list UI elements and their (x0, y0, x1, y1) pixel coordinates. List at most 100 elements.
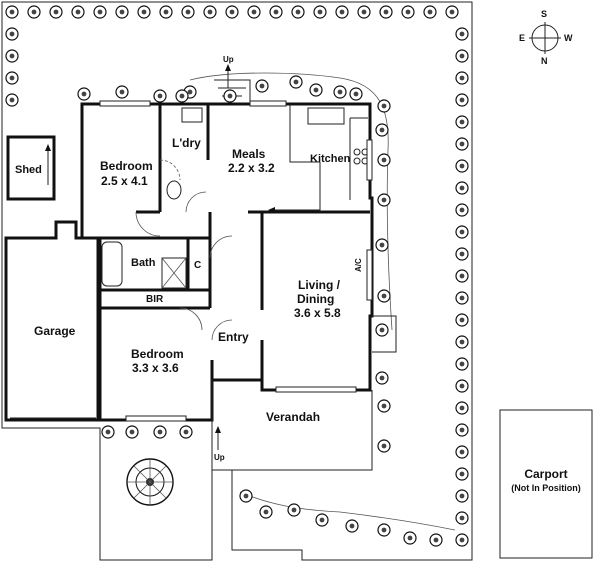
shrub-center (183, 429, 189, 435)
shrub-center (459, 31, 465, 37)
shower-x (161, 257, 187, 289)
shrub-center (381, 103, 387, 109)
shrub-center (293, 79, 299, 85)
toilet (166, 180, 182, 200)
up-label-bottom: Up (214, 453, 225, 462)
verandah-outline (211, 315, 397, 471)
bathtub (101, 241, 123, 287)
bir-label: BIR (146, 294, 164, 305)
ac-label: A/C (354, 258, 363, 272)
shrub-center (157, 429, 163, 435)
meals-size: 2.2 x 3.2 (228, 161, 275, 175)
shrub-center (459, 251, 465, 257)
shrub-center (207, 9, 213, 15)
meals-label: Meals (232, 147, 266, 161)
shrub-center (459, 361, 465, 367)
living-label-line1: Living / (298, 278, 341, 292)
garden-bed-line (189, 72, 393, 331)
shrub-center (129, 429, 135, 435)
shrub-center (459, 185, 465, 191)
shrub-center (349, 523, 355, 529)
shrub-center (273, 9, 279, 15)
shrub-center (227, 93, 233, 99)
feature-tree (126, 458, 174, 506)
shrub-center (317, 9, 323, 15)
entry-label: Entry (218, 330, 249, 344)
shrub-center (229, 9, 235, 15)
verandah-label: Verandah (266, 410, 320, 424)
carport-outline (499, 409, 593, 559)
shrub-center (459, 537, 465, 543)
shrub-center (407, 535, 413, 541)
shrub-center (381, 293, 387, 299)
shrub-center (459, 427, 465, 433)
shrub-center (383, 9, 389, 15)
shrub-center (459, 317, 465, 323)
compass-north: N (541, 56, 548, 66)
shrub-center (459, 53, 465, 59)
laundry-label: L'dry (172, 136, 201, 150)
laundry-tub (181, 107, 203, 123)
bath-label: Bath (131, 257, 156, 269)
compass-south: S (541, 9, 547, 19)
shrub-center (81, 91, 87, 97)
shrub-center (459, 383, 465, 389)
shrub-center (337, 89, 343, 95)
shrub-center (319, 517, 325, 523)
shrub-center (381, 157, 387, 163)
shrub-center (381, 527, 387, 533)
shrub-center (459, 493, 465, 499)
shrub-center (251, 9, 257, 15)
shrub-center (361, 9, 367, 15)
closet-c-label: C (194, 260, 201, 271)
shrub-center (379, 127, 385, 133)
shrub-center (31, 9, 37, 15)
shrub-center (141, 9, 147, 15)
shed-outline (6, 135, 56, 201)
property-boundary (1, 1, 473, 561)
arrow-head (225, 64, 231, 71)
shrub-center (97, 9, 103, 15)
bedroom2-label: Bedroom (131, 347, 184, 361)
shrub-center (459, 273, 465, 279)
shrub-center (185, 9, 191, 15)
bedroom2-size: 3.3 x 3.6 (132, 361, 179, 375)
shrub-center (75, 9, 81, 15)
shrub-center (405, 9, 411, 15)
shrub-center (459, 75, 465, 81)
shrub-center (339, 9, 345, 15)
shrub-center (381, 403, 387, 409)
up-label-top: Up (223, 55, 234, 64)
compass: S N E W (519, 9, 573, 66)
cooktop (353, 148, 369, 165)
shrub-center (179, 93, 185, 99)
living-label-line2: Dining (297, 292, 334, 306)
shrub-center (459, 515, 465, 521)
shed-arrow-head (45, 144, 51, 151)
shrub-center (459, 449, 465, 455)
shed-label: Shed (15, 164, 42, 176)
shrub-center (187, 89, 193, 95)
shrub-center (379, 375, 385, 381)
kitchen-bench (289, 104, 368, 212)
bedroom1-size: 2.5 x 4.1 (101, 174, 148, 188)
kitchen-label: Kitchen (310, 153, 351, 165)
shrub-center (459, 207, 465, 213)
shrub-center (381, 443, 387, 449)
shrub-center (427, 9, 433, 15)
shrub-center (353, 91, 359, 97)
house-outer-walls (80, 102, 374, 422)
carport-note: (Not In Position) (511, 483, 581, 493)
carport-label: Carport (524, 467, 567, 481)
shrub-center (459, 229, 465, 235)
shrub-center (9, 97, 15, 103)
shrub-center (459, 405, 465, 411)
arrow-head (215, 426, 221, 433)
compass-east: E (519, 33, 525, 43)
shrub-center (459, 119, 465, 125)
shrub-center (459, 163, 465, 169)
shrub-center (9, 53, 15, 59)
shrub-center (379, 327, 385, 333)
shrub-center (459, 141, 465, 147)
